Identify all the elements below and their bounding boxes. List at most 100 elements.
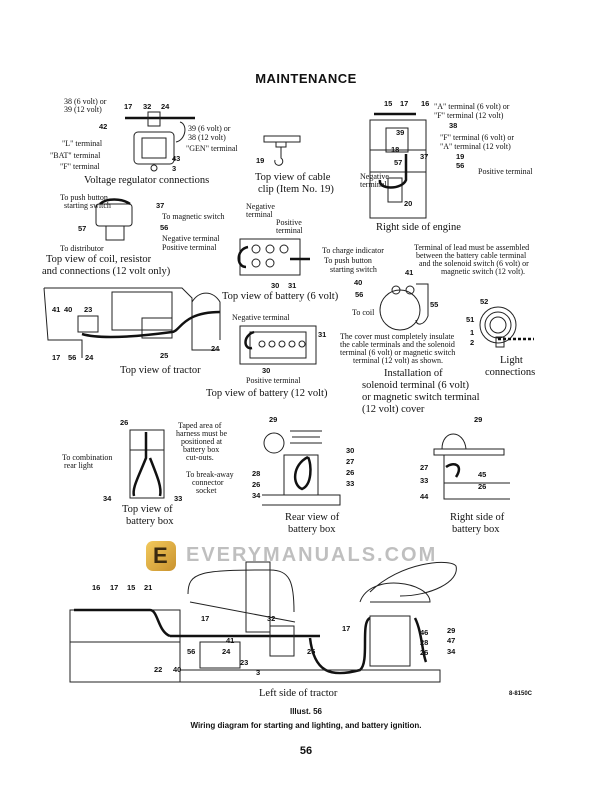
caption: Installation of — [384, 368, 443, 379]
callout: 17 — [110, 583, 119, 592]
label: To charge indicator — [322, 246, 384, 255]
battery-12v-drawing — [239, 325, 317, 365]
label: "L" terminal — [62, 139, 103, 148]
figure-label: Illust. 56 — [289, 707, 322, 716]
callout: 3 — [256, 668, 261, 677]
label: 39 (12 volt) — [64, 105, 102, 114]
solenoid-drawing — [379, 283, 429, 331]
callout: 55 — [430, 300, 439, 309]
label: positioned at — [181, 437, 223, 446]
label: Positive terminal — [478, 167, 533, 176]
callout: 33 — [420, 476, 429, 485]
callout: 25 — [160, 351, 169, 360]
figure-caption: Wiring diagram for starting and lighting… — [190, 721, 422, 730]
callout: 41 — [52, 305, 61, 314]
callout: 44 — [420, 492, 429, 501]
callout: 18 — [391, 145, 400, 154]
label: terminal — [360, 180, 387, 189]
label: starting switch — [330, 265, 377, 274]
label: Positive terminal — [162, 243, 217, 252]
label: socket — [196, 486, 217, 495]
callout: 33 — [346, 479, 355, 488]
callout: 39 — [396, 128, 405, 137]
left-tractor-drawing — [69, 561, 457, 683]
callout: 52 — [480, 297, 489, 306]
callout: 16 — [92, 583, 101, 592]
callout: 16 — [421, 99, 430, 108]
callout: 17 — [400, 99, 409, 108]
label: starting switch — [64, 201, 111, 210]
callout: 56 — [456, 161, 465, 170]
callout: 31 — [318, 330, 327, 339]
battery-box-right-drawing — [433, 433, 510, 500]
caption: Light — [500, 355, 523, 366]
label: between the battery cable terminal — [416, 251, 527, 260]
callout: 24 — [211, 344, 220, 353]
caption: and connections (12 volt only) — [42, 266, 171, 277]
caption: Rear view of — [285, 512, 340, 523]
label: "A" terminal (6 volt) or — [434, 102, 510, 111]
label: Negative terminal — [232, 313, 290, 322]
caption: (12 volt) cover — [362, 404, 425, 415]
callout: 33 — [174, 494, 183, 503]
callout: 20 — [404, 199, 413, 208]
cable-clip-drawing — [263, 135, 301, 166]
label: Taped area of — [178, 421, 222, 430]
label: The cover must completely insulate — [340, 332, 455, 341]
label: 38 (6 volt) or — [64, 97, 107, 106]
callout: 32 — [267, 614, 276, 623]
callout: 29 — [269, 415, 278, 424]
label: cut-outs. — [186, 453, 214, 462]
callout: 26 — [478, 482, 487, 491]
label: rear light — [64, 461, 94, 470]
callout: 47 — [447, 636, 456, 645]
callout: 38 — [449, 121, 458, 130]
battery-box-rear-drawing — [262, 430, 341, 506]
callout: 1 — [470, 328, 475, 337]
caption: Top view of battery (12 volt) — [206, 388, 328, 399]
label: Positive — [276, 218, 302, 227]
label: Negative — [246, 202, 275, 211]
callout: 17 — [201, 614, 210, 623]
label: and the solenoid switch (6 volt) or — [419, 259, 529, 268]
label: magnetic switch (12 volt). — [441, 267, 525, 276]
coil-drawing — [95, 198, 133, 241]
drawing-number: 8-8150C — [509, 691, 533, 697]
callout: 26 — [346, 468, 355, 477]
callout: 21 — [144, 583, 153, 592]
callout: 29 — [474, 415, 483, 424]
label: harness must be — [176, 429, 228, 438]
label: To coil — [352, 308, 375, 317]
label: To push button — [324, 256, 372, 265]
callout: 34 — [103, 494, 112, 503]
callout: 56 — [187, 647, 196, 656]
label: 39 (6 volt) or — [188, 124, 231, 133]
label: terminal — [276, 226, 303, 235]
label: To break-away — [186, 470, 234, 479]
callout: 29 — [447, 626, 456, 635]
callout: 32 — [143, 102, 152, 111]
battery-box-top-drawing — [129, 429, 165, 499]
callout: 42 — [99, 122, 108, 131]
voltage-regulator-drawing — [125, 111, 195, 172]
callout: 15 — [384, 99, 393, 108]
callout: 57 — [78, 224, 87, 233]
callout: 23 — [84, 305, 93, 314]
callout: 26 — [420, 648, 429, 657]
callout: 40 — [173, 665, 182, 674]
callout: 28 — [420, 638, 429, 647]
caption: or magnetic switch terminal — [362, 392, 480, 403]
callout: 37 — [156, 201, 165, 210]
label: the cable terminals and the solenoid — [340, 340, 455, 349]
caption: battery box — [452, 524, 500, 535]
callout: 37 — [420, 152, 429, 161]
caption: Top view of — [122, 504, 173, 515]
top-tractor-drawing — [43, 287, 221, 358]
caption: Right side of — [450, 512, 505, 523]
callout: 24 — [222, 647, 231, 656]
label: "BAT" terminal — [50, 151, 101, 160]
label: "F" terminal (6 volt) or — [440, 133, 515, 142]
label: To magnetic switch — [162, 212, 225, 221]
callout: 46 — [420, 628, 429, 637]
callout: 43 — [172, 154, 181, 163]
